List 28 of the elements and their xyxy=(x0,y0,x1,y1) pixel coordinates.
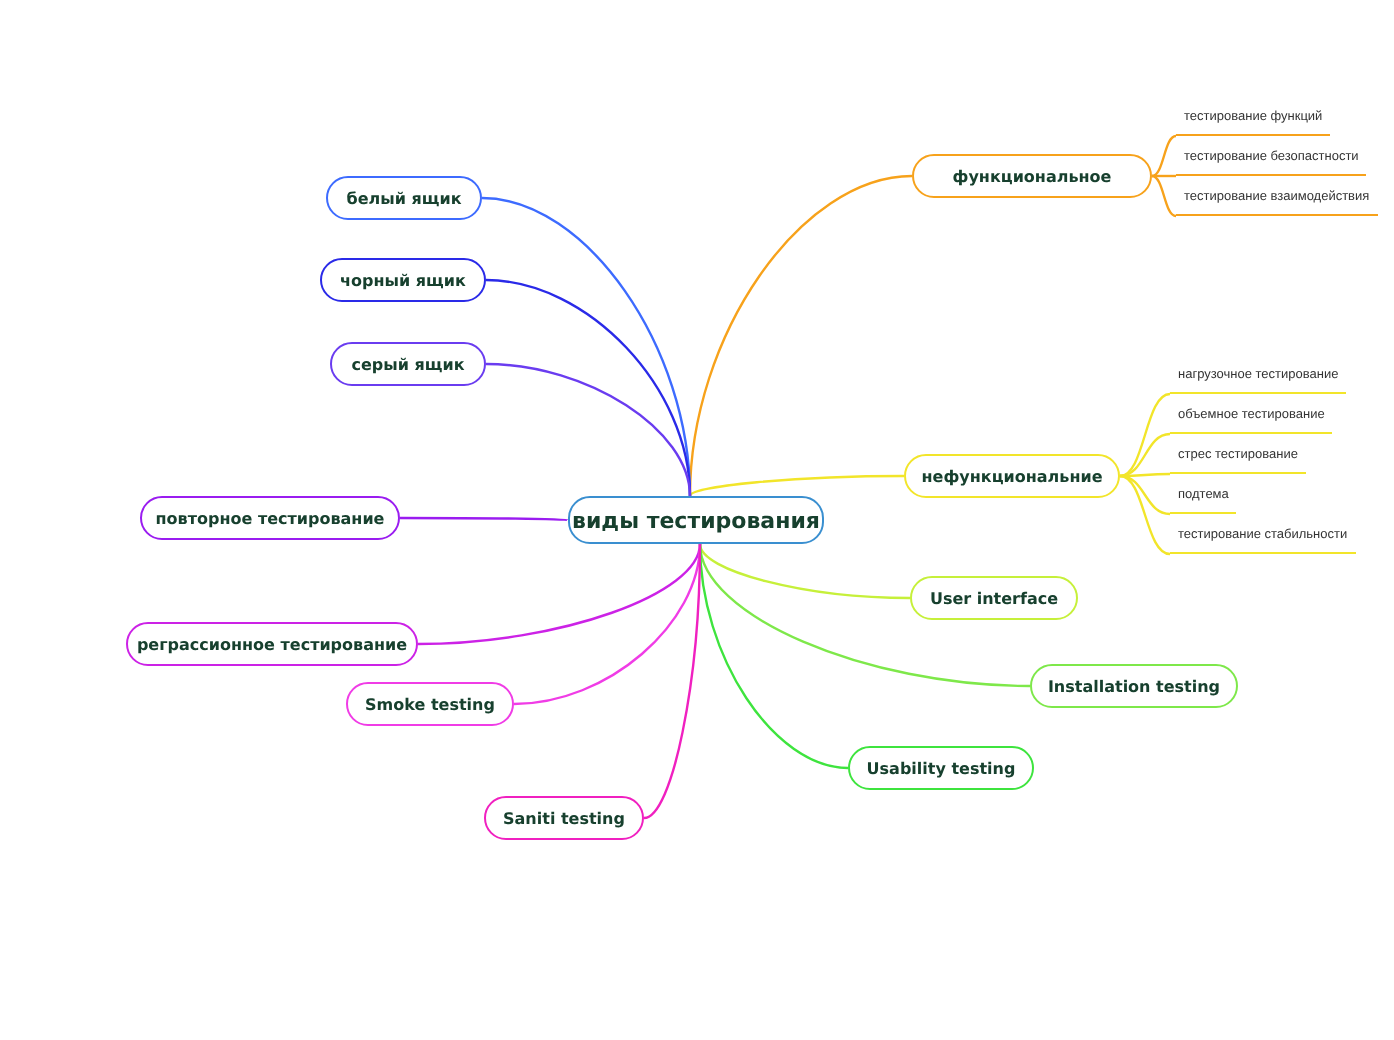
topic-box: чорный ящик xyxy=(320,258,486,302)
branch-line xyxy=(643,544,702,820)
branch-line xyxy=(689,474,904,497)
branch-line xyxy=(485,362,692,497)
branch-line xyxy=(417,543,702,646)
topic-box: User interface xyxy=(910,576,1078,620)
branch-line xyxy=(1120,472,1170,478)
branch-line xyxy=(1119,392,1171,478)
branch-line xyxy=(698,543,1031,688)
topic-box: функциональное xyxy=(912,154,1152,198)
branch-line xyxy=(698,543,911,600)
topic-box: белый ящик xyxy=(326,176,482,220)
topic-box: повторное тестирование xyxy=(140,496,400,540)
branch-line xyxy=(1151,134,1177,178)
branch-line xyxy=(1119,474,1171,556)
topic-box: реграссионное тестирование xyxy=(126,622,418,666)
branch-line xyxy=(1151,174,1177,218)
topic-box: Smoke testing xyxy=(346,682,514,726)
topic-box: Saniti testing xyxy=(484,796,644,840)
central-topic: виды тестирования xyxy=(568,496,824,544)
branch-line xyxy=(1152,174,1176,178)
branch-line xyxy=(400,516,569,522)
topic-box: Usability testing xyxy=(848,746,1034,790)
topic-box: нефункциональние xyxy=(904,454,1120,498)
topic-box: серый ящик xyxy=(330,342,486,386)
branch-line xyxy=(1119,474,1171,516)
topic-box: Installation testing xyxy=(1030,664,1238,708)
branch-line xyxy=(1119,432,1171,478)
